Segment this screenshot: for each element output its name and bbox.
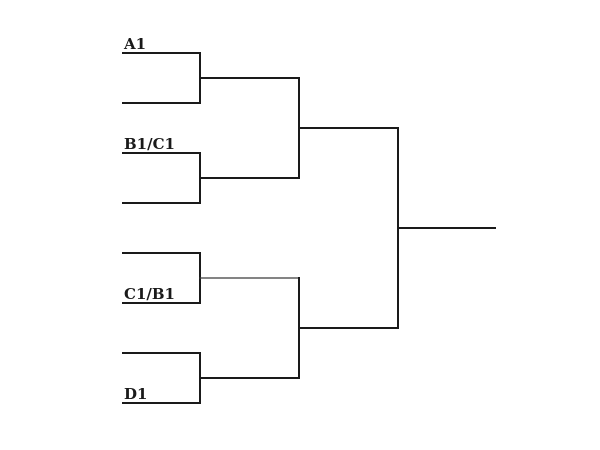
seed-label-a1: A1 <box>123 35 146 53</box>
seed-label-d1: D1 <box>124 385 147 403</box>
seed-label-b1-c1: B1/C1 <box>124 135 175 153</box>
semifinal-1 <box>298 77 399 179</box>
seed-label-c1-b1: C1/B1 <box>124 285 175 303</box>
final <box>397 127 496 329</box>
match-1-top-line <box>122 52 201 104</box>
match-2-bracket-line <box>122 152 201 204</box>
match-2 <box>122 152 300 204</box>
semifinal-2 <box>298 277 399 379</box>
match-1 <box>122 52 300 104</box>
match-4 <box>122 352 300 404</box>
match-3 <box>122 252 300 304</box>
